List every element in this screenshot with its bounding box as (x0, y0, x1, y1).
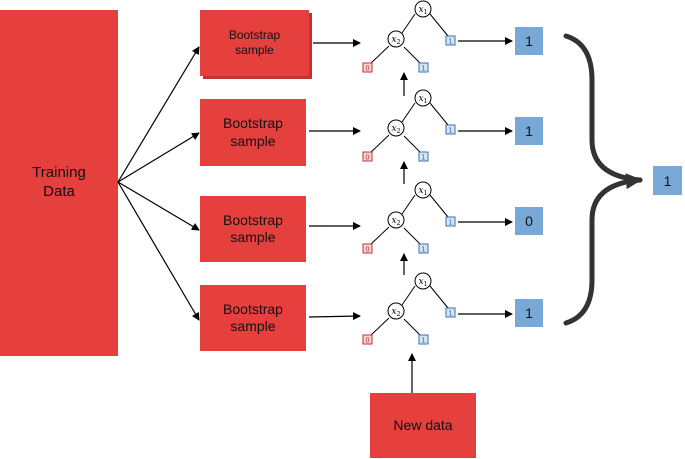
tree-split-node (387, 211, 405, 229)
tree-split-label: x2 (391, 216, 400, 227)
bootstrap-sample-label: Bootstrap sample (223, 300, 283, 335)
tree-leaf-zero (362, 62, 373, 73)
tree-edges (369, 13, 449, 65)
tree-split-node (387, 119, 405, 137)
tree-leaf-zero-label: 0 (365, 65, 369, 73)
tree-leaf-one-label: 1 (448, 310, 452, 318)
decision-tree: x1 x2 0 1 1 (362, 0, 456, 73)
training-data-label: Training Data (32, 164, 86, 200)
tree-root-label: x1 (418, 5, 427, 16)
tree-root-node (414, 89, 432, 107)
tree-split-node (387, 302, 405, 320)
prediction-box: 0 (515, 207, 543, 235)
prediction-value: 0 (525, 213, 533, 229)
tree-leaf-zero-label: 0 (365, 337, 369, 345)
bootstrap-sample-label: Bootstrap sample (228, 28, 281, 57)
tree-split-label: x2 (391, 124, 400, 135)
tree-leaf-one (418, 243, 429, 254)
tree-edges (369, 285, 449, 337)
tree-leaf-one (418, 334, 429, 345)
bootstrap-sample-label: Bootstrap sample (223, 115, 283, 149)
new-data-box: New data (370, 393, 476, 458)
tree-root-label: x1 (418, 277, 427, 288)
tree-root-node (414, 0, 432, 18)
tree-leaf-zero (362, 334, 373, 345)
tree-leaf-one-label: 1 (448, 127, 452, 135)
prediction-value: 1 (525, 33, 533, 49)
tree-leaf-zero (362, 243, 373, 254)
tree-edges (369, 194, 449, 246)
training-data-box: Training Data (0, 10, 118, 356)
fan-out-arrows (117, 46, 200, 321)
tree-leaf-zero-label: 0 (365, 154, 369, 162)
tree-leaf-one-label: 1 (421, 65, 425, 73)
tree-leaf-one (418, 62, 429, 73)
new-data-label: New data (393, 416, 453, 433)
tree-leaf-one-label: 1 (448, 38, 452, 46)
prediction-value: 1 (525, 305, 533, 321)
tree-to-prediction-arrows (458, 37, 513, 318)
tree-split-node (387, 30, 405, 48)
tree-root-node (414, 181, 432, 199)
new-data-arrows (400, 72, 416, 393)
decision-trees: x1 x2 0 1 1 x1 x2 0 1 1 x1 x2 0 1 1 x1 x2 0 1 1 (362, 0, 456, 345)
decision-tree: x1 x2 0 1 1 (362, 181, 456, 254)
tree-leaf-one-label: 1 (421, 246, 425, 254)
tree-leaf-one (445, 124, 456, 135)
tree-edges (369, 102, 449, 154)
prediction-box: 1 (515, 27, 543, 55)
bootstrap-sample-box: Bootstrap sample (200, 285, 306, 351)
decision-tree: x1 x2 0 1 1 (362, 272, 456, 345)
sample-to-tree-arrows (308, 39, 361, 321)
bootstrap-sample-box: Bootstrap sample (200, 10, 309, 76)
tree-leaf-one (445, 307, 456, 318)
prediction-box: 1 (515, 117, 543, 145)
prediction-value: 1 (525, 123, 533, 139)
tree-leaf-zero-label: 0 (365, 246, 369, 254)
tree-root-node (414, 272, 432, 290)
tree-leaf-zero (362, 151, 373, 162)
bootstrap-sample-box: Bootstrap sample (200, 99, 306, 166)
tree-leaf-one-label: 1 (448, 219, 452, 227)
tree-split-label: x2 (391, 35, 400, 46)
tree-leaf-one (418, 151, 429, 162)
decision-tree: x1 x2 0 1 1 (362, 89, 456, 162)
prediction-box: 1 (515, 299, 543, 327)
aggregation-brace (563, 33, 643, 326)
final-prediction-value: 1 (663, 172, 672, 189)
bootstrap-sample-box: Bootstrap sample (200, 196, 306, 262)
bootstrap-sample-label: Bootstrap sample (223, 211, 283, 246)
tree-leaf-one-label: 1 (421, 154, 425, 162)
final-prediction-box: 1 (653, 166, 682, 195)
tree-root-label: x1 (418, 186, 427, 197)
tree-leaf-one (445, 35, 456, 46)
tree-leaf-one (445, 216, 456, 227)
tree-split-label: x2 (391, 307, 400, 318)
tree-leaf-one-label: 1 (421, 337, 425, 345)
tree-root-label: x1 (418, 94, 427, 105)
